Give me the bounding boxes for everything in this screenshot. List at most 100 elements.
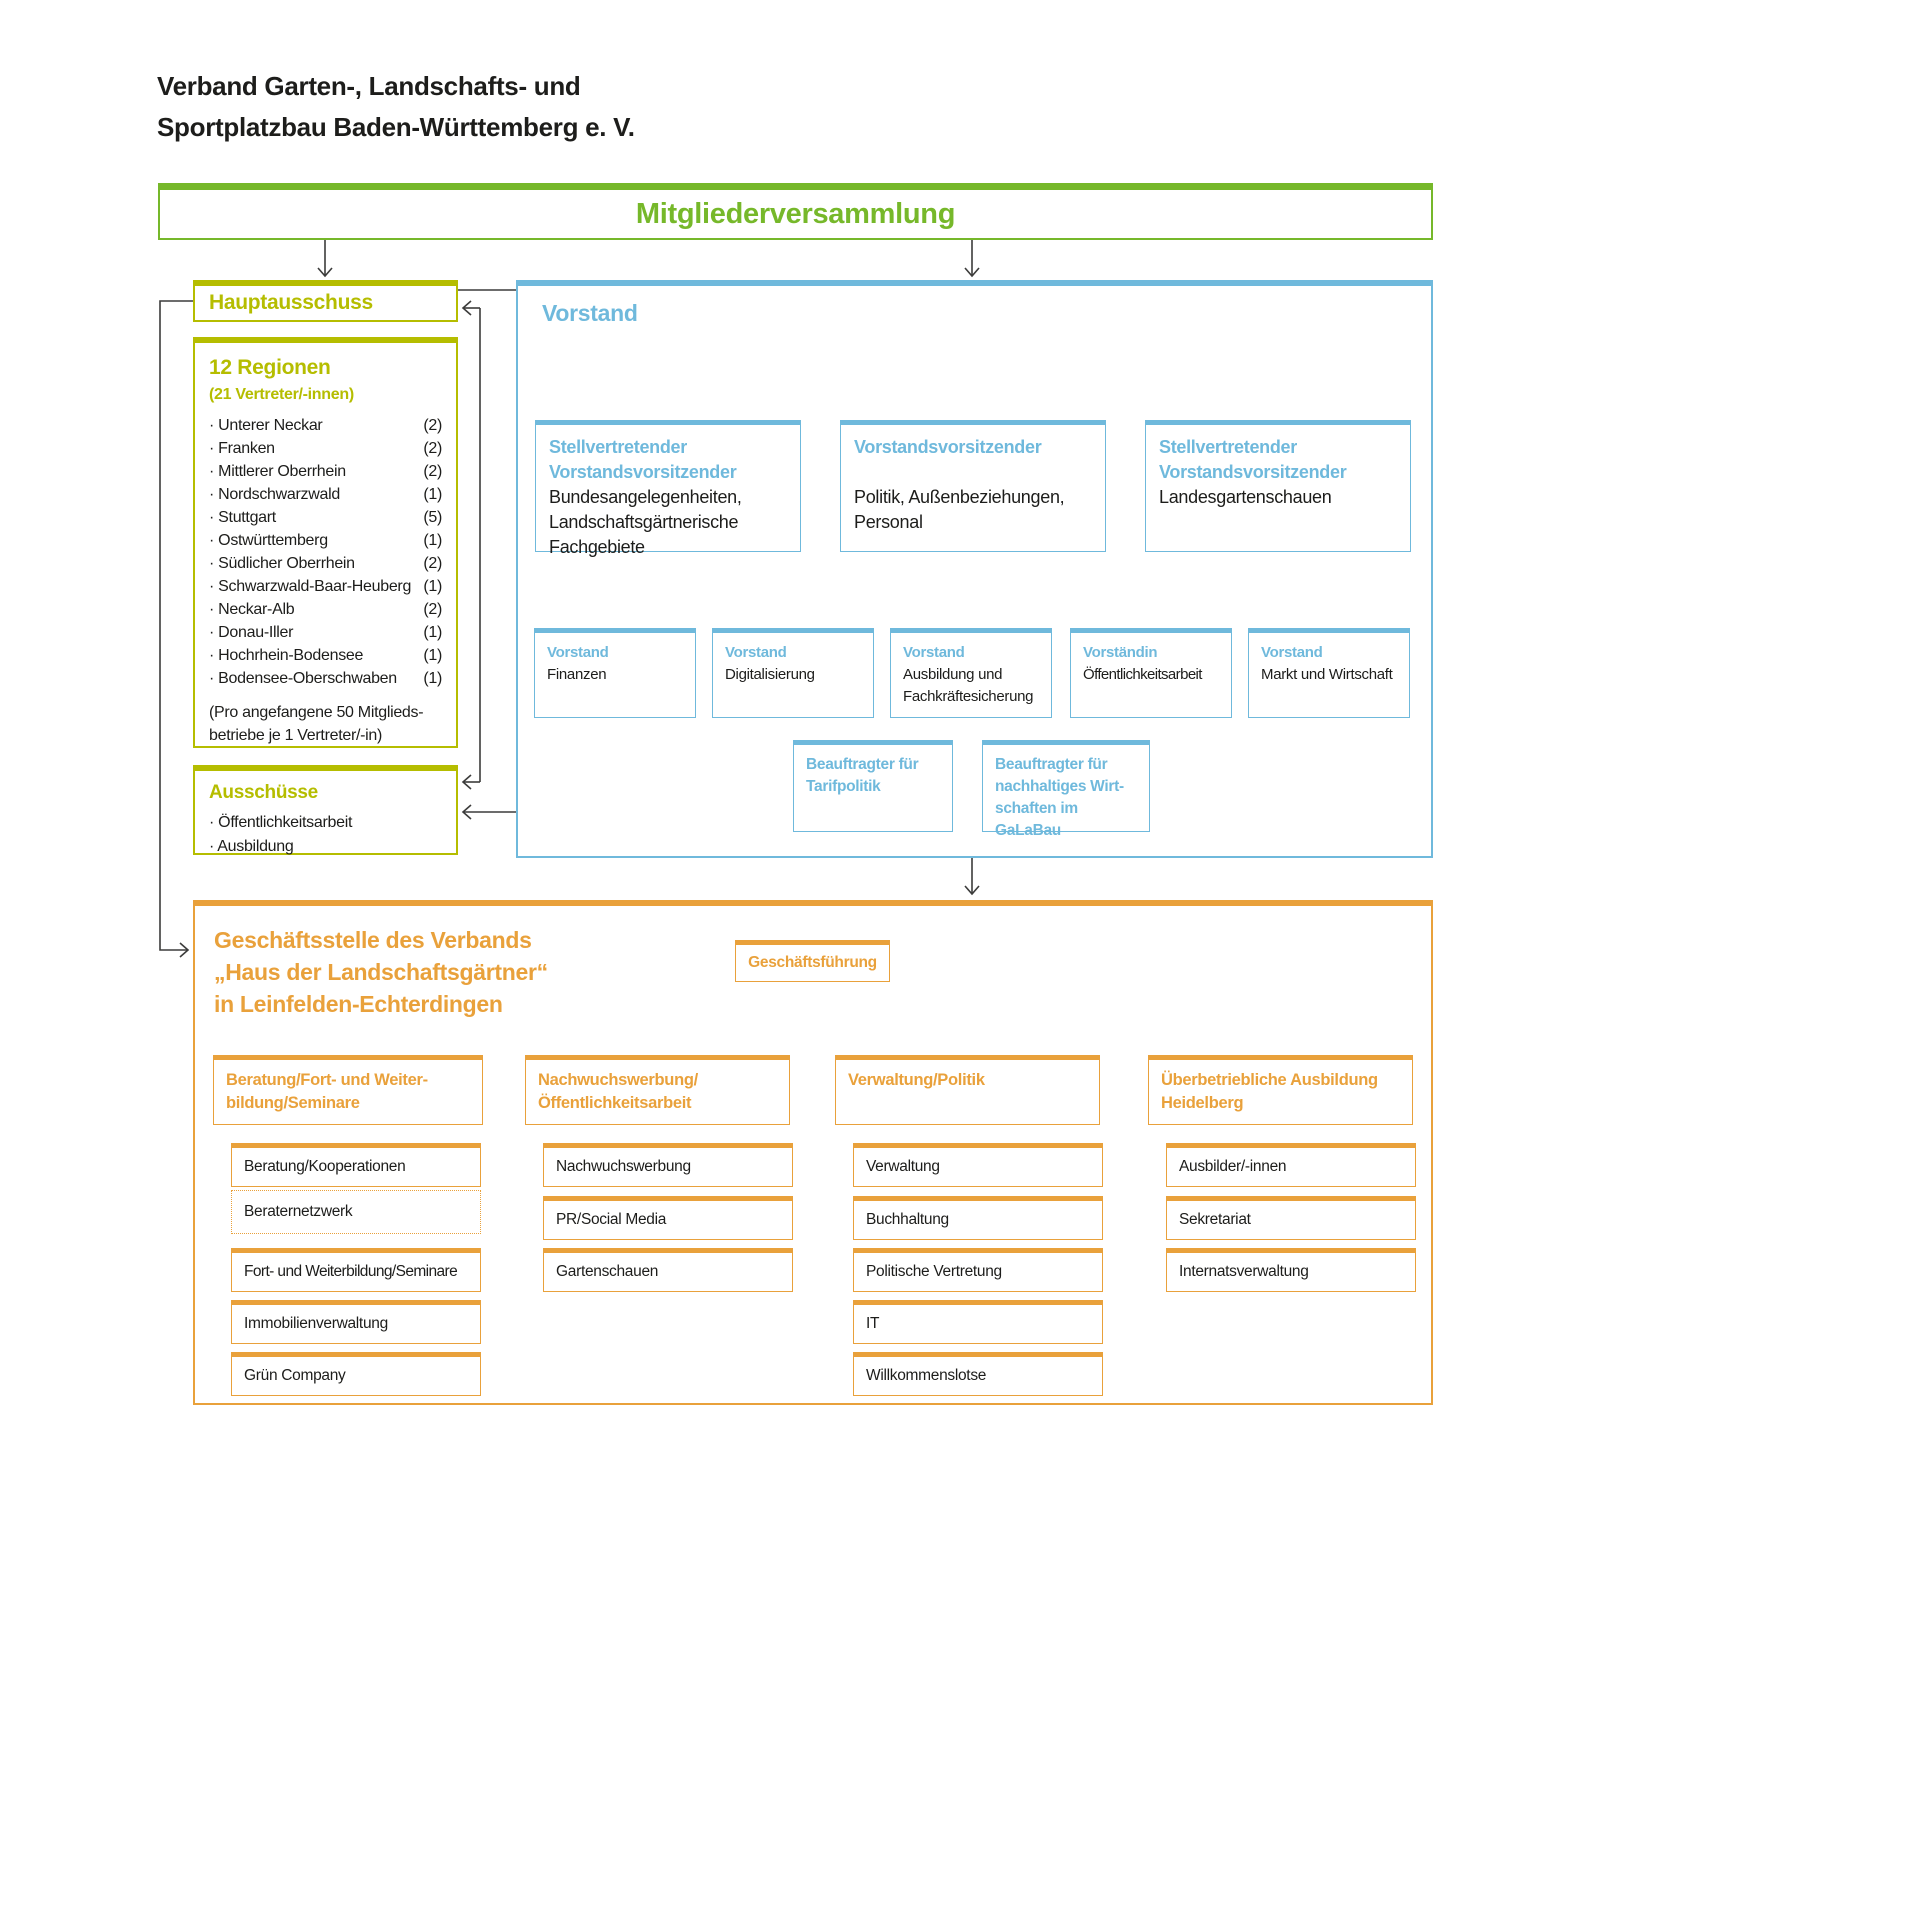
column-header-nachwuchswerbung: Nachwuchswerbung/ Öffentlichkeitsarbeit bbox=[525, 1055, 790, 1125]
unit-fort-weiterbildung: Fort- und Weiterbildung/Seminare bbox=[231, 1248, 481, 1292]
ressort-title: Vorstand bbox=[547, 644, 609, 661]
region-row: · Mittlerer Oberrhein (2) bbox=[209, 460, 442, 483]
region-count: (2) bbox=[423, 555, 442, 572]
column-header-line: Nachwuchswerbung/ bbox=[538, 1071, 698, 1089]
document-title-line2: Sportplatzbau Baden-Württemberg e. V. bbox=[157, 112, 635, 142]
ressort-title: Vorstand bbox=[1261, 644, 1323, 661]
unit-label: Immobilienverwaltung bbox=[244, 1315, 388, 1332]
column-header-line: Überbetriebliche Ausbildung bbox=[1161, 1071, 1378, 1089]
region-count: (2) bbox=[423, 440, 442, 457]
vorstand-box-stellv-1: Stellvertretender Vorstandsvorsitzender … bbox=[535, 420, 801, 557]
beauftragter-nachhaltigkeit-box: Beauftragter für nachhaltiges Wirt- scha… bbox=[982, 740, 1150, 839]
region-count: (2) bbox=[423, 463, 442, 480]
geschaeftsfuehrung-label: Geschäftsführung bbox=[748, 954, 877, 971]
unit-gartenschauen: Gartenschauen bbox=[543, 1248, 793, 1292]
region-name: · Nordschwarzwald bbox=[209, 486, 340, 503]
box-title-line: Vorstandsvorsitzender bbox=[549, 462, 737, 482]
unit-nachwuchswerbung: Nachwuchswerbung bbox=[543, 1143, 793, 1187]
unit-label: IT bbox=[866, 1315, 880, 1332]
ausschuesse-item: · Öffentlichkeitsarbeit bbox=[209, 814, 353, 831]
unit-label: Verwaltung bbox=[866, 1158, 940, 1175]
region-row: · Neckar-Alb(2) bbox=[209, 598, 442, 621]
ressort-title: Vorstand bbox=[903, 644, 965, 661]
regionen-footnote-line2: betriebe je 1 Vertreter/-in) bbox=[209, 727, 383, 744]
unit-label: Beratung/Kooperationen bbox=[244, 1158, 406, 1175]
region-name: · Donau-Iller bbox=[209, 624, 294, 641]
region-count: (1) bbox=[423, 486, 442, 503]
unit-beraternetzwerk: Beraternetzwerk bbox=[231, 1190, 481, 1234]
unit-verwaltung: Verwaltung bbox=[853, 1143, 1103, 1187]
region-name: · Schwarzwald-Baar-Heuberg bbox=[209, 578, 412, 595]
ausschuesse-title: Ausschüsse bbox=[209, 782, 318, 803]
box-body-line: Fachgebiete bbox=[549, 537, 645, 557]
column-header-line: Beratung/Fort- und Weiter- bbox=[226, 1071, 428, 1089]
region-row: · Unterer Neckar (2) bbox=[209, 414, 442, 437]
box-body-line: Landschaftsgärtnerische bbox=[549, 512, 739, 532]
mitgliederversammlung-label: Mitgliederversammlung bbox=[635, 197, 956, 230]
region-name: · Hochrhein-Bodensee bbox=[209, 647, 364, 664]
region-name: · Südlicher Oberrhein bbox=[209, 555, 355, 572]
unit-beratung-kooperationen: Beratung/Kooperationen bbox=[231, 1143, 481, 1187]
box-title-line: Vorstandsvorsitzender bbox=[854, 437, 1042, 457]
region-row: · Südlicher Oberrhein (2) bbox=[209, 552, 442, 575]
region-name: · Mittlerer Oberrhein bbox=[209, 463, 346, 480]
region-row: · Bodensee-Oberschwaben(1) bbox=[209, 667, 442, 690]
ressort-box-ausbildung: Vorstand Ausbildung und Fachkräftesicher… bbox=[890, 628, 1052, 718]
ressort-body: Finanzen bbox=[547, 666, 607, 683]
region-row: · Nordschwarzwald (1) bbox=[209, 483, 442, 506]
unit-buchhaltung: Buchhaltung bbox=[853, 1196, 1103, 1240]
unit-pr-social-media: PR/Social Media bbox=[543, 1196, 793, 1240]
unit-politische-vertretung: Politische Vertretung bbox=[853, 1248, 1103, 1292]
geschaeftsstelle-heading-line3: in Leinfelden-Echterdingen bbox=[214, 991, 503, 1017]
region-name: · Ostwürttemberg bbox=[209, 532, 328, 549]
region-name: · Stuttgart bbox=[209, 509, 276, 526]
region-count: (2) bbox=[423, 417, 442, 434]
beauftragter-line: Beauftragter für bbox=[806, 756, 919, 773]
hauptausschuss-box: Hauptausschuss bbox=[193, 280, 458, 322]
ressort-box-digitalisierung: Vorstand Digitalisierung bbox=[712, 628, 874, 718]
unit-label: Internatsverwaltung bbox=[1179, 1263, 1309, 1280]
unit-label: Grün Company bbox=[244, 1367, 346, 1384]
geschaeftsstelle-heading-line1: Geschäftsstelle des Verbands bbox=[214, 927, 532, 953]
mitgliederversammlung-box: Mitgliederversammlung bbox=[158, 183, 1433, 240]
region-name: · Franken bbox=[209, 440, 275, 457]
unit-label: Ausbilder/-innen bbox=[1179, 1158, 1287, 1175]
column-header-verwaltung: Verwaltung/Politik bbox=[835, 1055, 1100, 1125]
column-header-beratung: Beratung/Fort- und Weiter- bildung/Semin… bbox=[213, 1055, 483, 1125]
column-header-line: bildung/Seminare bbox=[226, 1094, 360, 1112]
region-count: (1) bbox=[423, 578, 442, 595]
column-header-line: Heidelberg bbox=[1161, 1094, 1244, 1112]
beauftragter-line: Beauftragter für bbox=[995, 756, 1108, 773]
unit-label: Beraternetzwerk bbox=[244, 1203, 353, 1220]
unit-sekretariat: Sekretariat bbox=[1166, 1196, 1416, 1240]
unit-willkommenslotse: Willkommenslotse bbox=[853, 1352, 1103, 1396]
region-count: (2) bbox=[423, 601, 442, 618]
geschaeftsfuehrung-box: Geschäftsführung bbox=[735, 940, 890, 982]
unit-label: Nachwuchswerbung bbox=[556, 1158, 691, 1175]
box-body-line: Personal bbox=[854, 512, 923, 532]
column-header-line: Öffentlichkeitsarbeit bbox=[538, 1094, 692, 1112]
regionen-box: 12 Regionen (21 Vertreter/-innen) · Unte… bbox=[193, 337, 458, 748]
vorstand-box-vorsitzender: Vorstandsvorsitzender Politik, Außenbezi… bbox=[840, 420, 1106, 552]
region-row: · Franken (2) bbox=[209, 437, 442, 460]
region-row: · Stuttgart(5) bbox=[209, 506, 442, 529]
region-count: (1) bbox=[423, 670, 442, 687]
region-count: (1) bbox=[423, 532, 442, 549]
ressort-body: Markt und Wirtschaft bbox=[1261, 666, 1393, 683]
unit-label: Gartenschauen bbox=[556, 1263, 659, 1280]
box-body-line: Bundesangelegenheiten, bbox=[549, 487, 742, 507]
beauftragter-line: nachhaltiges Wirt- bbox=[995, 778, 1124, 795]
geschaeftsstelle-heading-line2: „Haus der Landschaftsgärtner“ bbox=[214, 959, 548, 985]
ressort-title: Vorstand bbox=[725, 644, 787, 661]
unit-label: Politische Vertretung bbox=[866, 1263, 1002, 1280]
unit-label: Willkommenslotse bbox=[866, 1367, 987, 1384]
ausschuesse-item: · Ausbildung bbox=[209, 838, 294, 855]
vorstand-label: Vorstand bbox=[542, 300, 638, 326]
ressort-body: Öffentlichkeitsarbeit bbox=[1083, 666, 1202, 683]
region-row: · Donau-Iller(1) bbox=[209, 621, 442, 644]
ressort-box-oeffentlichkeitsarbeit: Vorständin Öffentlichkeitsarbeit bbox=[1070, 628, 1232, 718]
region-name: · Unterer Neckar bbox=[209, 417, 323, 434]
geschaeftsstelle-heading: Geschäftsstelle des Verbands „Haus der L… bbox=[214, 924, 634, 1020]
beauftragter-line: Tarifpolitik bbox=[806, 778, 881, 795]
unit-it: IT bbox=[853, 1300, 1103, 1344]
